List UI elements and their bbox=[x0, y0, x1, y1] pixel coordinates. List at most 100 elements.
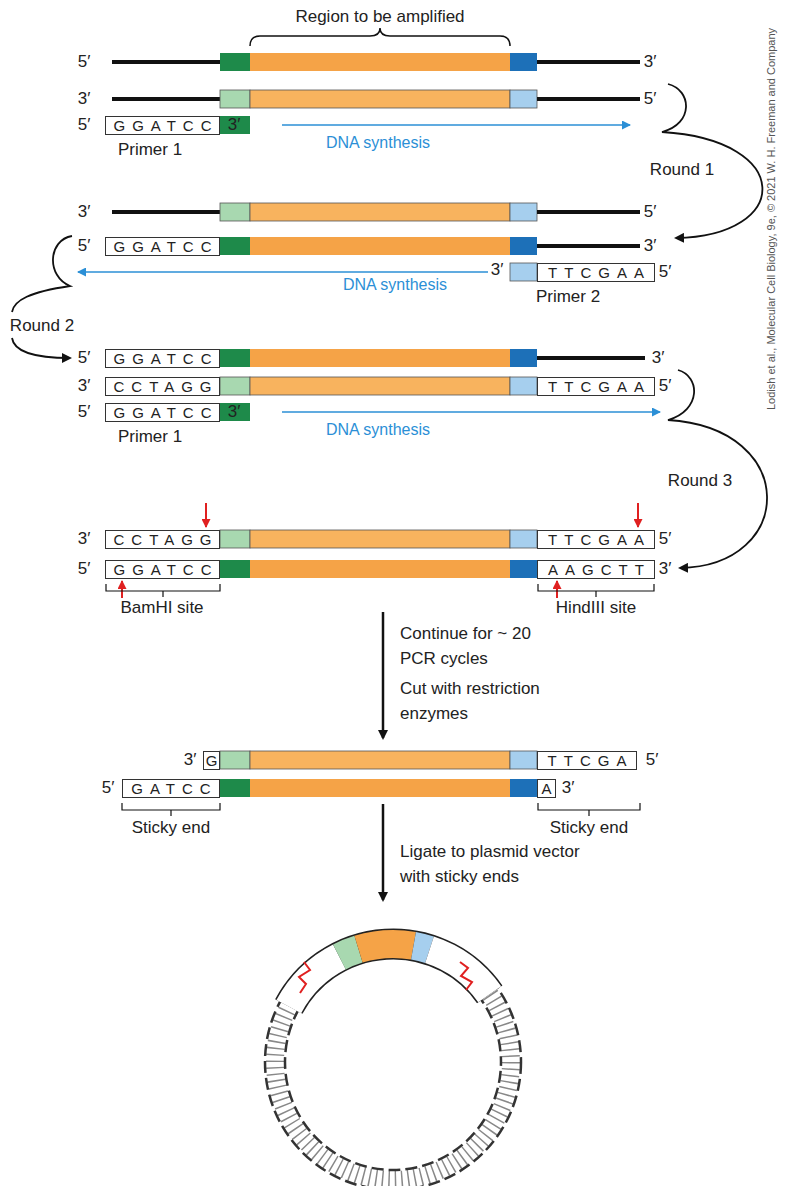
strand-line bbox=[537, 60, 640, 64]
strand-end-label: 3′ bbox=[491, 258, 504, 283]
helix-strand bbox=[285, 954, 501, 1170]
strand-end-label: 5′ bbox=[78, 50, 91, 75]
strand-end-label: 5′ bbox=[78, 346, 91, 371]
sequence-box: CCTAGG bbox=[105, 530, 220, 549]
region-brace bbox=[250, 28, 510, 46]
sequence-box: GATCC bbox=[122, 779, 220, 798]
sequence-text: GGATCC bbox=[106, 238, 218, 255]
strand-line bbox=[537, 210, 640, 214]
sequence-text: TTCGAA bbox=[541, 531, 651, 548]
step-label: Ligate to plasmid vector with sticky end… bbox=[400, 840, 610, 889]
cut-arrow bbox=[556, 581, 558, 598]
primer-label: Primer 1 bbox=[118, 138, 182, 163]
sequence-text: TTCGA bbox=[541, 752, 634, 769]
sequence-text: GGATCC bbox=[106, 350, 218, 367]
primer-site bbox=[220, 53, 250, 71]
primer-site bbox=[510, 530, 537, 548]
sequence-box: GGATCC bbox=[105, 403, 220, 422]
helix-rungs bbox=[275, 944, 511, 1180]
sequence-box: TTCGAA bbox=[537, 263, 655, 282]
primer-site bbox=[220, 560, 250, 578]
strand-line bbox=[112, 60, 220, 64]
primer-site bbox=[510, 560, 537, 578]
strand-end-label: 3′ bbox=[78, 527, 91, 552]
target-region bbox=[250, 90, 510, 108]
step-label: Continue for ~ 20 PCR cycles bbox=[400, 622, 565, 671]
site-bracket bbox=[106, 584, 220, 597]
primer-site bbox=[510, 237, 537, 255]
sequence-text: GGATCC bbox=[106, 561, 218, 578]
round-arrow bbox=[12, 236, 72, 312]
primer-site bbox=[510, 90, 537, 108]
strand-end-label: 3′ bbox=[644, 234, 657, 259]
strand-end-label: 5′ bbox=[102, 776, 115, 801]
strand-end-label: 5′ bbox=[646, 748, 659, 773]
strand-end-label: 5′ bbox=[659, 374, 672, 399]
sequence-box: TTCGA bbox=[537, 751, 637, 770]
sequence-text: A bbox=[541, 780, 551, 797]
strand-line bbox=[537, 97, 640, 101]
strand-end-label: 5′ bbox=[659, 527, 672, 552]
target-region bbox=[250, 53, 510, 71]
primer-site bbox=[220, 377, 250, 395]
strand-end-label: 3′ bbox=[562, 776, 575, 801]
strand-line bbox=[537, 244, 640, 248]
site-label: BamHI site bbox=[120, 596, 203, 621]
synthesis-label: DNA synthesis bbox=[326, 131, 430, 154]
sequence-box: AAGCTT bbox=[537, 560, 655, 579]
strand-end-label: 5′ bbox=[644, 87, 657, 112]
insert-primer-site bbox=[339, 949, 358, 957]
primer-site bbox=[510, 263, 537, 281]
primer-site bbox=[510, 349, 537, 367]
vector-end bbox=[430, 950, 490, 995]
ligation-junction bbox=[299, 962, 310, 993]
sequence-text: GGATCC bbox=[106, 404, 218, 421]
primer-label: Primer 1 bbox=[118, 425, 182, 450]
sticky-bracket bbox=[122, 803, 220, 816]
strand-line bbox=[112, 97, 220, 101]
primer-site bbox=[510, 203, 537, 221]
strand-end-label: 5′ bbox=[78, 400, 91, 425]
helix-strand bbox=[265, 934, 521, 1186]
strand-end-label: 3′ bbox=[652, 346, 665, 371]
strand-end-label: 3′ bbox=[184, 748, 197, 773]
ligation-junction bbox=[460, 962, 472, 990]
sequence-box: A bbox=[537, 779, 556, 798]
round-label: Round 2 bbox=[10, 314, 74, 339]
round-label: Round 3 bbox=[668, 469, 732, 494]
round-label: Round 1 bbox=[650, 158, 714, 183]
sequence-box: GGATCC bbox=[105, 116, 220, 135]
sticky-label: Sticky end bbox=[550, 816, 628, 841]
synthesis-arrow bbox=[282, 124, 630, 126]
strand-end-label: 3′ bbox=[659, 557, 672, 582]
strand-end-label: 5′ bbox=[78, 557, 91, 582]
insert-outline bbox=[289, 944, 490, 1007]
sequence-text: TTCGAA bbox=[541, 378, 651, 395]
strand-end-label: 3′ bbox=[78, 200, 91, 225]
strand-end-label: 3′ bbox=[644, 50, 657, 75]
step-arrow bbox=[382, 612, 385, 738]
strand-end-label: 3′ bbox=[78, 374, 91, 399]
insert-target bbox=[359, 944, 414, 949]
primer-site bbox=[220, 530, 250, 548]
cut-arrow bbox=[637, 503, 639, 527]
step-label: Cut with restriction enzymes bbox=[400, 677, 565, 726]
primer-site bbox=[510, 779, 537, 797]
sequence-box: TTCGAA bbox=[537, 377, 655, 396]
cut-arrow bbox=[121, 581, 123, 598]
copyright-label: Lodish et al., Molecular Cell Biology, 9… bbox=[764, 0, 780, 439]
sequence-text: AAGCTT bbox=[541, 561, 651, 578]
sequence-box: TTCGAA bbox=[537, 530, 655, 549]
primer-site bbox=[510, 377, 537, 395]
strand-line bbox=[112, 210, 220, 214]
sequence-text: CCTAGG bbox=[106, 378, 218, 395]
primer-site bbox=[220, 237, 250, 255]
sequence-text: G bbox=[206, 752, 218, 769]
vector-end bbox=[289, 957, 340, 1007]
primer-label: Primer 2 bbox=[536, 285, 600, 310]
target-region bbox=[250, 203, 510, 221]
sequence-text: TTCGAA bbox=[541, 264, 651, 281]
target-region bbox=[250, 237, 510, 255]
synthesis-arrow bbox=[78, 271, 488, 273]
